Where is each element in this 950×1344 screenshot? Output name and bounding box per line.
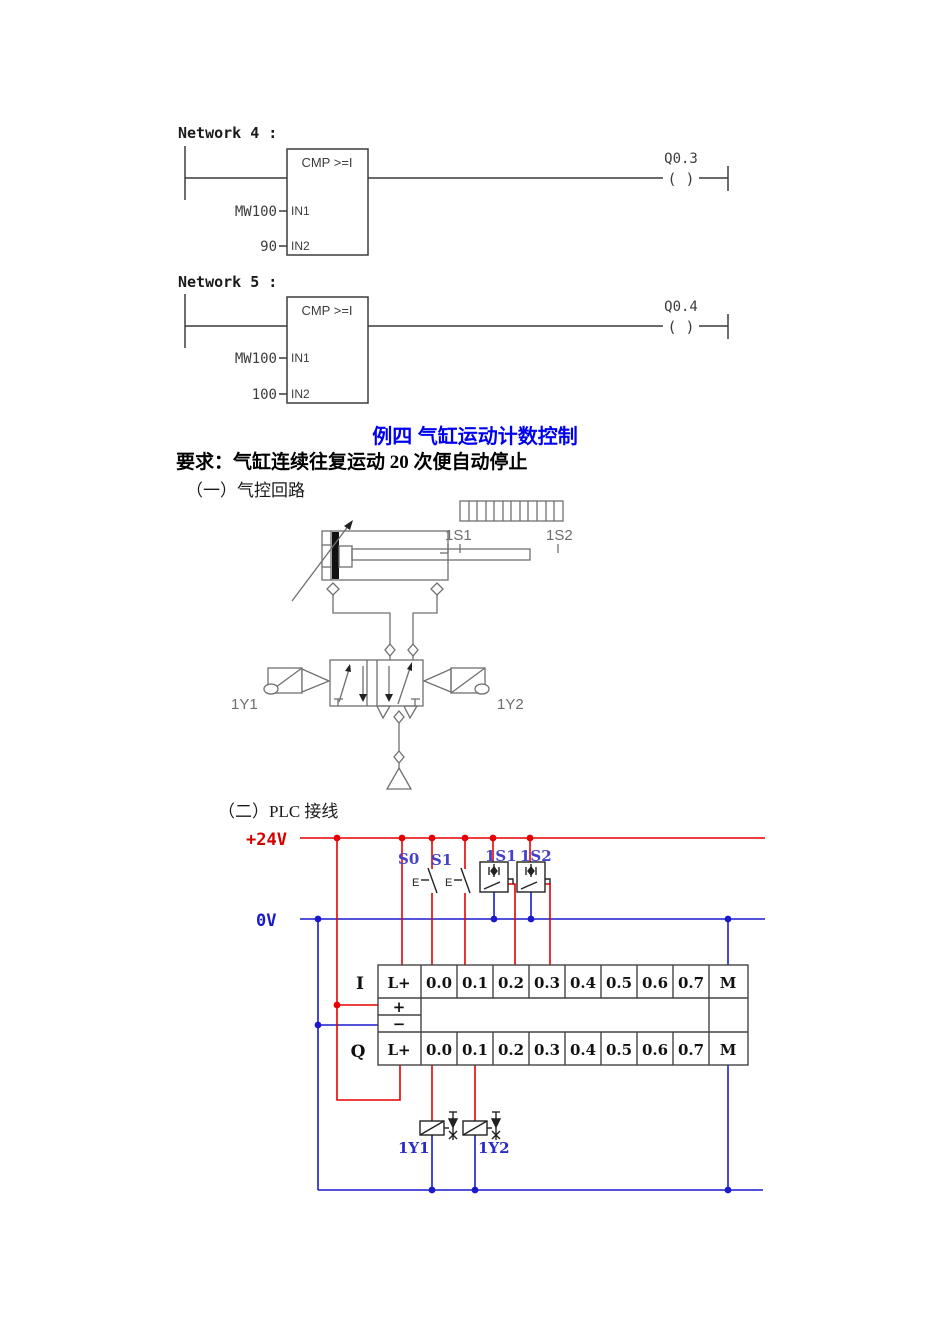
output-coil-icon: ( ) [667, 170, 694, 188]
sensor-1s2-label: 1S2 [520, 847, 552, 865]
switch-s0-label: S0 [398, 850, 419, 868]
position-scale [459, 500, 564, 522]
cmp-block [286, 296, 369, 404]
coil-1y2-label: 1Y2 [478, 1139, 510, 1157]
terminal-cell: 0.7 [678, 974, 704, 992]
exhaust-left [375, 705, 392, 720]
network4-ladder: Network 4 : CMP >=I MW100 IN1 90 IN2 Q0.… [178, 124, 729, 256]
input-row-label: I [356, 974, 364, 994]
requirement-text: 要求：气缸连续往复运动 20 次便自动停止 [176, 452, 528, 473]
plc-terminal-block [377, 964, 749, 1066]
sensor-1s1-label: 1S1 [445, 527, 472, 544]
terminal-cell: 0.3 [534, 974, 560, 992]
output-address: Q0.4 [664, 299, 698, 315]
terminal-cell: 0.1 [462, 974, 488, 992]
plc-wiring: +24V 0V E E S0 S1 [246, 830, 765, 1194]
terminal-cell: 0.3 [534, 1041, 560, 1059]
terminal-cell: 0.1 [462, 1041, 488, 1059]
switch-s1-label: S1 [431, 851, 452, 869]
directional-valve [329, 659, 424, 725]
red-junction-dots [333, 834, 534, 1009]
terminal-cell: 0.6 [642, 974, 668, 992]
network4-title: Network 4 : [178, 124, 277, 142]
s1-actuator-label: E [445, 877, 452, 889]
coil-1y1-label: 1Y1 [398, 1139, 430, 1157]
network5-ladder: Network 5 : CMP >=I MW100 IN1 100 IN2 Q0… [178, 273, 729, 404]
solenoid-1y1-symbol [263, 667, 331, 695]
terminal-cell: 0.5 [606, 974, 632, 992]
tubing [326, 582, 444, 660]
terminal-cell: 0.6 [642, 1041, 668, 1059]
sensor-1s1-symbol [479, 861, 514, 893]
output-coil-icon: ( ) [667, 318, 694, 336]
solenoid-1y1-label: 1Y1 [231, 696, 258, 713]
section-heading-plc-wiring: （二）PLC 接线 [218, 802, 339, 821]
cmp-block-title: CMP >=I [301, 303, 352, 318]
rail-0v-label: 0V [256, 911, 276, 931]
terminal-cell: 0.7 [678, 1041, 704, 1059]
solenoid-1y2-label: 1Y2 [497, 696, 524, 713]
terminal-cell: 0.0 [426, 974, 452, 992]
terminal-cell: 0.4 [570, 1041, 596, 1059]
s0-actuator-label: E [412, 877, 419, 889]
in1-operand: MW100 [235, 351, 277, 367]
piston-rod [351, 548, 531, 561]
terminal-cell: 0.0 [426, 1041, 452, 1059]
output-address: Q0.3 [664, 151, 698, 167]
terminal-cell: 0.4 [570, 974, 596, 992]
piston [332, 532, 339, 579]
cmp-block-title: CMP >=I [301, 155, 352, 170]
rail-24v-label: +24V [246, 830, 287, 850]
terminal-cell: L+ [387, 974, 410, 992]
solenoid-1y2-symbol [422, 667, 490, 695]
exhaust-right [402, 705, 419, 720]
output-row-label: Q [351, 1042, 366, 1062]
cmp-block [286, 148, 369, 256]
coil-1y1-symbol [419, 1111, 459, 1140]
terminal-cell: L+ [387, 1041, 410, 1059]
terminal-cell: 0.5 [606, 1041, 632, 1059]
blue-junction-dots [314, 915, 732, 1194]
in2-pin-label: IN2 [291, 387, 310, 401]
plc-output-row: L+ 0.0 0.1 0.2 0.3 0.4 0.5 0.6 0.7 M [387, 1041, 736, 1059]
terminal-cell: M [720, 974, 737, 992]
in2-operand: 100 [252, 387, 277, 403]
air-supply [385, 723, 413, 790]
plc-input-row: L+ 0.0 0.1 0.2 0.3 0.4 0.5 0.6 0.7 M [387, 974, 736, 992]
example-title: 例四 气缸运动计数控制 [372, 426, 578, 448]
psu-minus-terminal: − [393, 1015, 406, 1033]
coil-1y2-symbol [462, 1111, 502, 1140]
s0-switch-symbol [421, 867, 438, 894]
in2-operand: 90 [260, 239, 277, 255]
terminal-cell: 0.2 [498, 1041, 524, 1059]
terminal-cell: M [720, 1041, 737, 1059]
sensor-1s2-label: 1S2 [546, 527, 573, 544]
pneumatic-circuit: 1S1 1S2 [231, 500, 573, 790]
sensor-1s2-symbol [516, 861, 551, 893]
cushion-arrow [291, 524, 350, 602]
terminal-cell: 0.2 [498, 974, 524, 992]
cylinder [291, 520, 531, 602]
in1-operand: MW100 [235, 204, 277, 220]
in1-pin-label: IN1 [291, 204, 310, 218]
s1-switch-symbol [454, 867, 471, 894]
section-heading-pneumatic: （一）气控回路 [186, 481, 305, 500]
in2-pin-label: IN2 [291, 239, 310, 253]
in1-pin-label: IN1 [291, 351, 310, 365]
sensor-1s1-label: 1S1 [485, 847, 517, 865]
network5-title: Network 5 : [178, 273, 277, 291]
psu-plus-terminal: + [393, 998, 406, 1016]
